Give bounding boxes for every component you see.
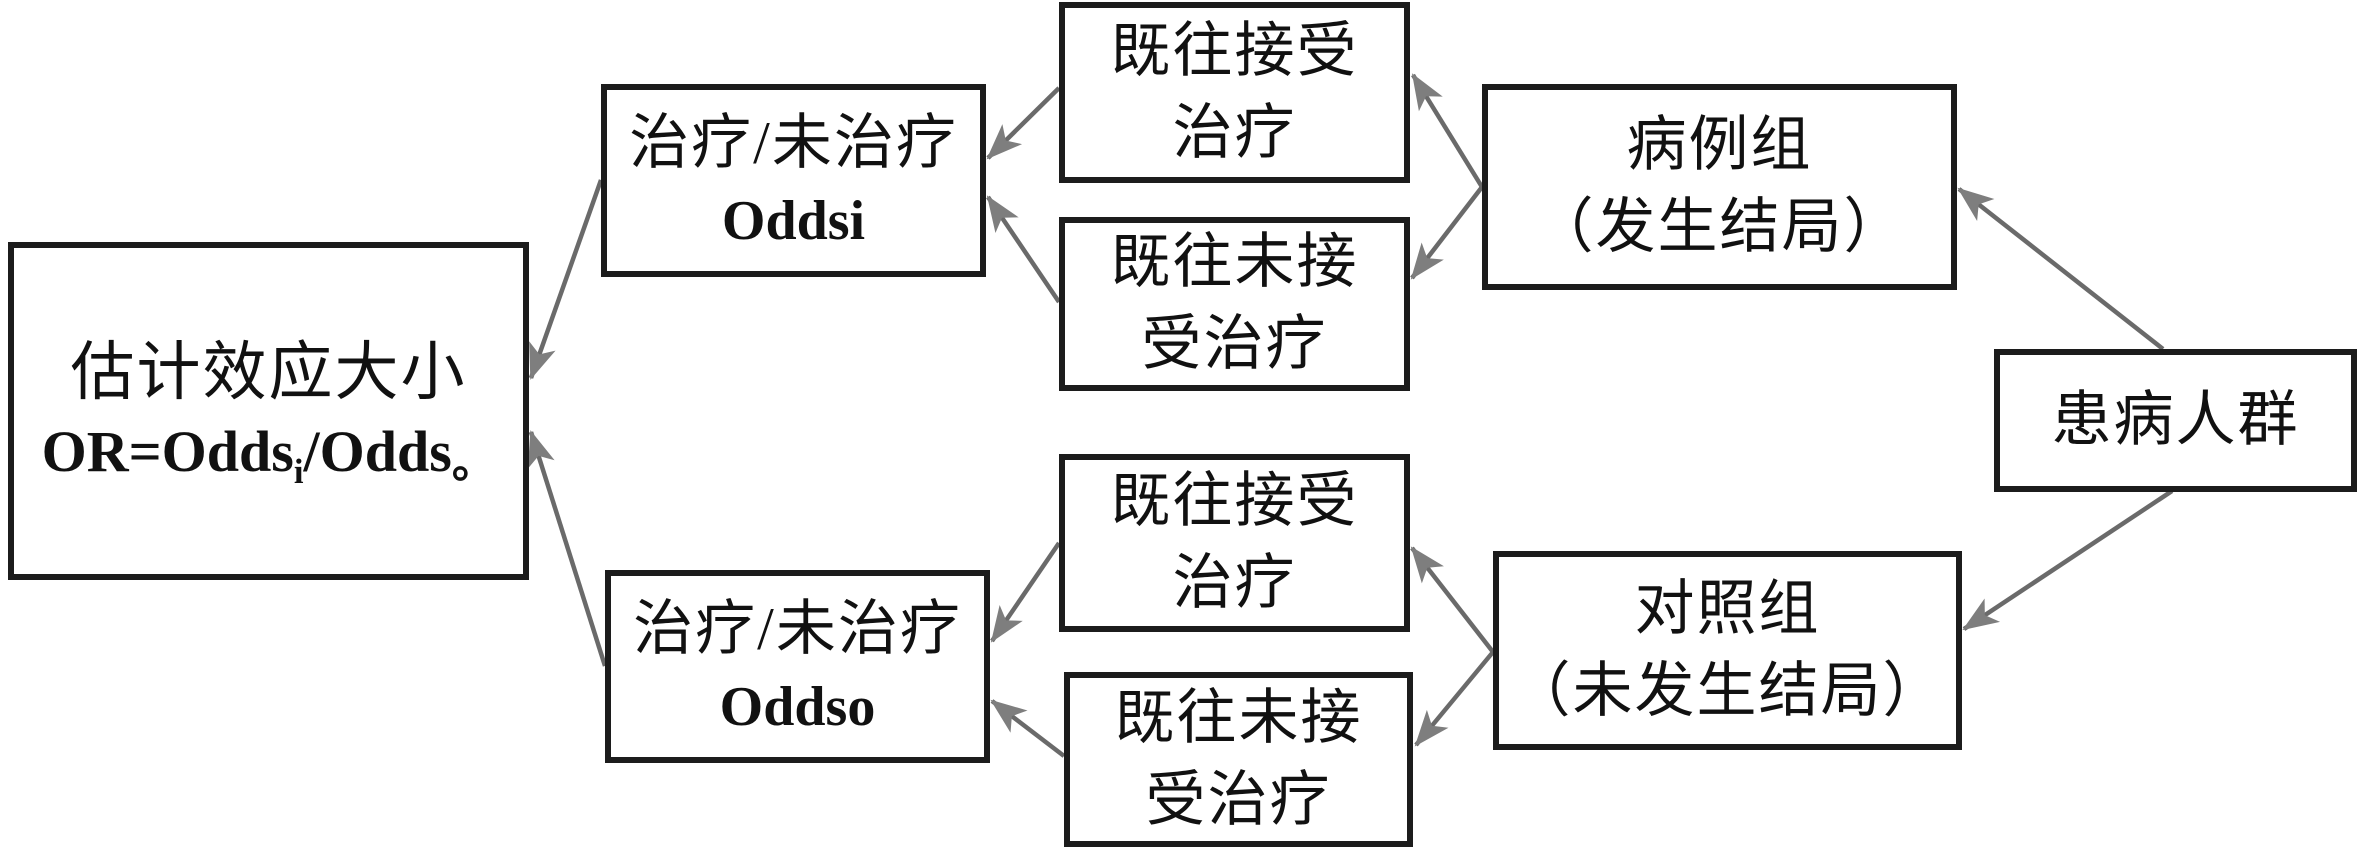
arrow-prev-treated-top-to-oddsi — [986, 86, 1061, 160]
arrow-prev-treated-bottom-to-oddso — [990, 541, 1061, 643]
odds-i-label: Oddsi — [721, 189, 866, 252]
odds-i-treatment-label: 治疗/未治疗 — [629, 110, 958, 177]
control-group-label: 对照组 — [1634, 575, 1821, 642]
case-group-outcome-label: （发生结局） — [1533, 194, 1906, 260]
previously-untreated-cases-line1: 既往未接 — [1110, 229, 1359, 296]
previously-treated-controls-line1: 既往接受 — [1110, 468, 1359, 535]
case-group-label: 病例组 — [1626, 112, 1813, 179]
node-previously-untreated-cases: 既往未接 受治疗 — [1059, 217, 1410, 391]
arrow-control-to-prev-untreated-bottom — [1414, 650, 1495, 747]
or-formula: OR=Oddsi/Odds。 — [42, 416, 496, 494]
previously-treated-cases-line1: 既往接受 — [1110, 17, 1359, 84]
arrow-case-to-prev-treated-top — [1411, 73, 1484, 189]
diseased-population-label: 患病人群 — [2051, 386, 2300, 453]
or-formula-mid: /Odds — [303, 418, 452, 484]
node-case-group: 病例组 （发生结局） — [1482, 84, 1957, 290]
estimate-effect-label: 估计效应大小 — [70, 336, 467, 408]
node-previously-treated-controls: 既往接受 治疗 — [1059, 454, 1410, 632]
arrow-population-to-case — [1957, 187, 2165, 351]
node-control-group: 对照组 （未发生结局） — [1493, 551, 1962, 750]
arrow-oddso-to-estimate — [527, 430, 608, 667]
node-previously-untreated-controls: 既往未接 受治疗 — [1064, 672, 1413, 847]
arrow-population-to-control — [1962, 489, 2174, 631]
or-formula-subscript-i: i — [293, 451, 304, 491]
control-group-outcome-label: （未发生结局） — [1510, 657, 1945, 724]
node-diseased-population: 患病人群 — [1994, 349, 2357, 492]
previously-treated-cases-line2: 治疗 — [1172, 99, 1297, 166]
or-formula-prefix: OR=Odds — [41, 418, 294, 484]
arrow-case-to-prev-untreated-top — [1410, 185, 1484, 280]
node-estimate-effect: 估计效应大小 OR=Oddsi/Odds。 — [8, 242, 529, 580]
previously-untreated-controls-line1: 既往未接 — [1114, 684, 1363, 751]
odds-o-label: Oddso — [719, 675, 876, 738]
previously-treated-controls-line2: 治疗 — [1172, 550, 1297, 616]
node-odds-i: 治疗/未治疗 Oddsi — [601, 84, 986, 277]
arrow-prev-untreated-bottom-to-oddso — [990, 699, 1066, 758]
node-previously-treated-cases: 既往接受 治疗 — [1059, 2, 1410, 183]
previously-untreated-controls-line2: 受治疗 — [1145, 766, 1332, 833]
node-odds-o: 治疗/未治疗 Oddso — [605, 570, 990, 763]
odds-o-treatment-label: 治疗/未治疗 — [633, 596, 962, 663]
arrow-control-to-prev-treated-bottom — [1410, 546, 1495, 654]
arrow-prev-untreated-top-to-oddsi — [986, 195, 1061, 304]
previously-untreated-cases-line2: 受治疗 — [1141, 311, 1328, 377]
arrow-oddsi-to-estimate — [528, 179, 604, 380]
or-formula-subscript-o: 。 — [451, 439, 496, 488]
